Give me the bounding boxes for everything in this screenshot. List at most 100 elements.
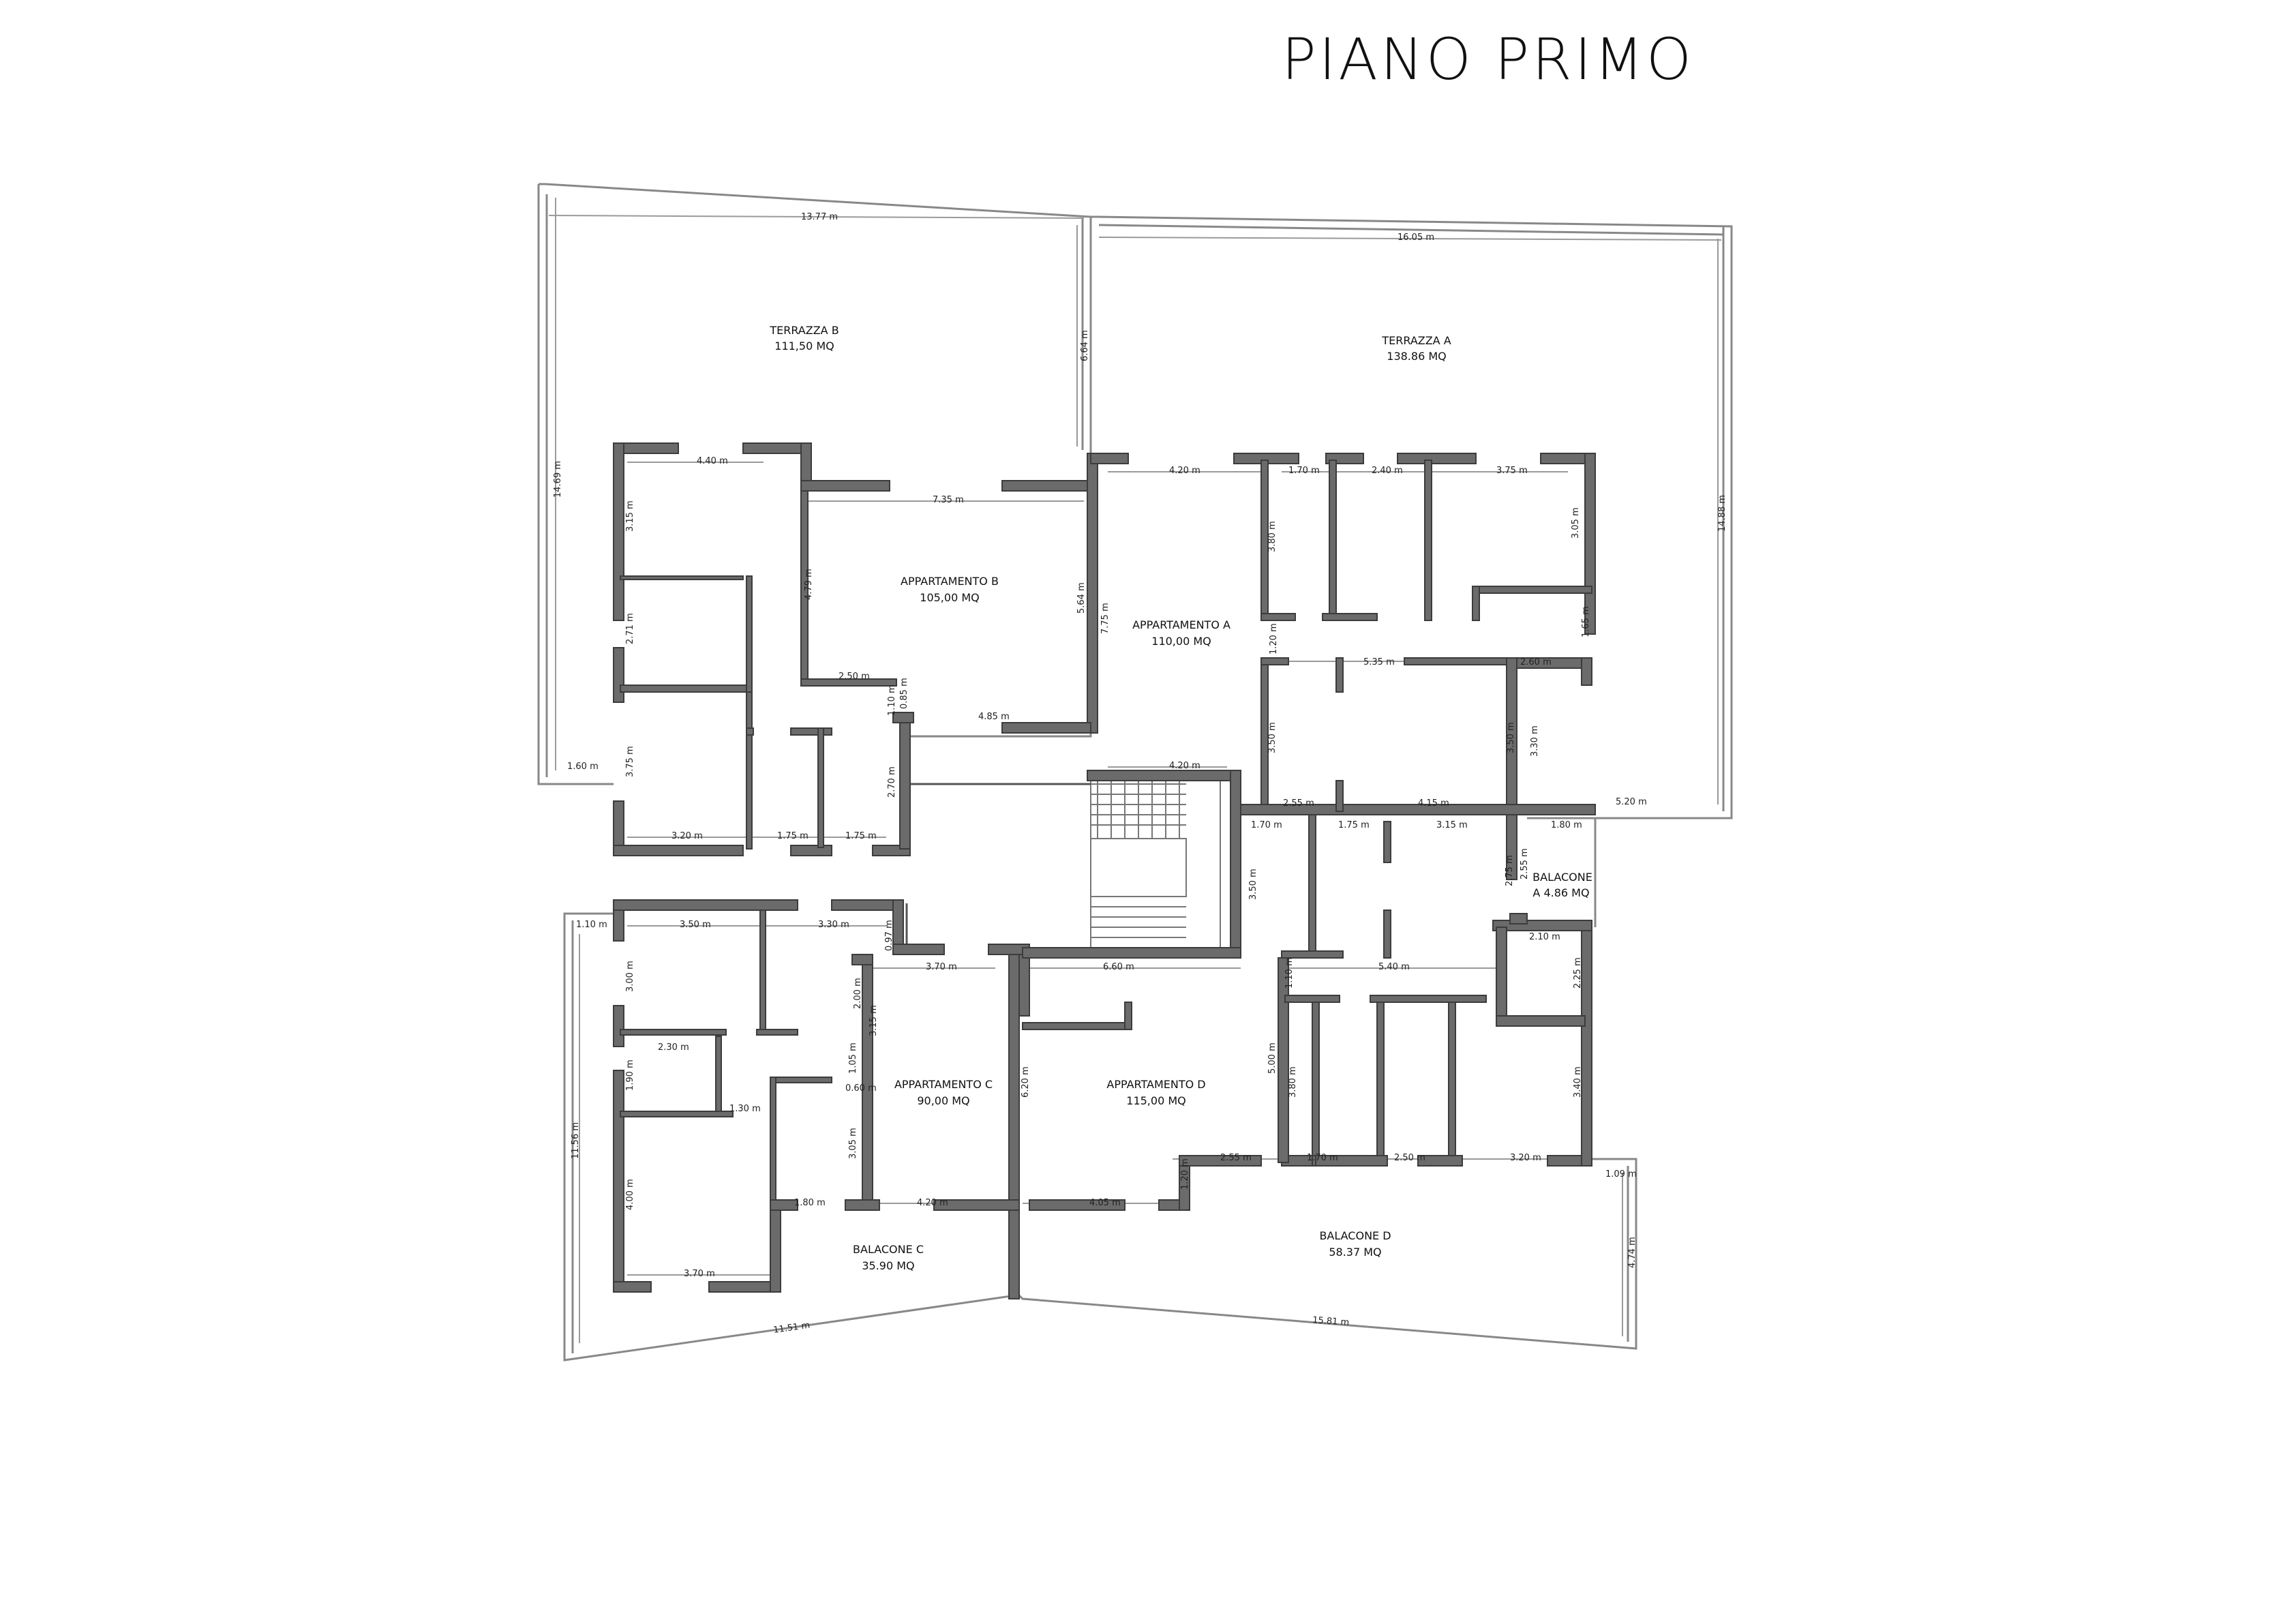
dim-label: 3.50 m: [1506, 722, 1516, 753]
dim-label: 1.75 m: [1338, 820, 1370, 830]
dim-label: 1.90 m: [625, 1059, 635, 1091]
dim-label: 16.05 m: [1398, 232, 1434, 243]
dim-label: 15.81 m: [1312, 1315, 1350, 1328]
dim-label: 2.50 m: [839, 672, 870, 682]
dim-label: 5.00 m: [1267, 1042, 1278, 1074]
dim-label: 1.10 m: [887, 685, 897, 716]
terrazza-a-railing: [1091, 215, 1733, 819]
dim-label: 4.20 m: [1169, 466, 1200, 476]
balcone-a-name: BALACONE: [1532, 871, 1592, 884]
dim-label: 2.40 m: [1372, 466, 1403, 476]
dim-label: 2.00 m: [853, 978, 863, 1009]
dim-label: 2.55 m: [1520, 848, 1530, 879]
terrazza-a-name: TERRAZZA A: [1381, 334, 1451, 347]
balcone-d-area: 58.37 MQ: [1329, 1246, 1381, 1259]
dim-label: 4.79 m: [804, 569, 814, 600]
dim-label: 0.60 m: [845, 1083, 877, 1094]
dim-label: 4.20 m: [1169, 761, 1200, 771]
terrace-railings: [537, 183, 1733, 1362]
dim-label: 2.50 m: [1394, 1153, 1425, 1163]
dim-label: 3.15 m: [625, 500, 635, 532]
balcone-c-area: 35.90 MQ: [862, 1259, 914, 1272]
dim-label: 1.09 m: [1605, 1169, 1637, 1179]
dim-label: 1.70 m: [1288, 466, 1320, 476]
terrazza-b-left: [537, 184, 614, 785]
terrazza-b-area: 111,50 MQ: [774, 340, 834, 352]
dim-label: 2.70 m: [887, 766, 897, 798]
stairwell: [905, 780, 1221, 954]
dim-label: 3.15 m: [868, 1005, 879, 1036]
dim-label: 2.10 m: [1529, 932, 1560, 942]
page-title: PIANO PRIMO: [1282, 26, 1694, 93]
dim-label: 4.20 m: [917, 1198, 948, 1208]
dim-label: 1.60 m: [567, 762, 599, 772]
dim-label: 6.20 m: [1021, 1066, 1031, 1098]
dim-label: 5.20 m: [1616, 797, 1647, 807]
dimension-labels: 13.77 m 16.05 m 6.64 m 14.69 m 14.88 m 1…: [553, 212, 1727, 1336]
dim-label: 3.70 m: [926, 962, 957, 972]
dim-label: 0.85 m: [899, 678, 909, 709]
dim-label: 7.75 m: [1100, 603, 1111, 634]
balcone-c-name: BALACONE C: [853, 1243, 924, 1256]
dim-label: 3.50 m: [1267, 722, 1278, 753]
dim-label: 3.30 m: [1530, 725, 1540, 757]
dim-label: 2.30 m: [658, 1042, 689, 1053]
terrazza-b-name: TERRAZZA B: [769, 324, 839, 337]
dim-label: 1.80 m: [794, 1198, 826, 1208]
balcone-a-area: A 4.86 MQ: [1532, 886, 1589, 899]
dim-label: 3.05 m: [1571, 507, 1581, 539]
dim-label: 6.60 m: [1103, 962, 1134, 972]
dim-label: 3.20 m: [671, 831, 703, 841]
dim-label: 3.15 m: [1436, 820, 1468, 830]
dim-label: 5.35 m: [1363, 657, 1395, 667]
dim-label: 1.10 m: [1284, 957, 1295, 989]
dim-label: 1.10 m: [576, 920, 607, 930]
dim-label: 1.30 m: [729, 1104, 761, 1114]
dim-label: 13.77 m: [801, 212, 838, 222]
dim-label: 3.80 m: [1267, 521, 1278, 552]
dim-label: 2.25 m: [1573, 957, 1583, 989]
dim-label: 3.20 m: [1510, 1153, 1541, 1163]
dim-label: 1.20 m: [1180, 1158, 1190, 1190]
balcone-d-name: BALACONE D: [1319, 1229, 1391, 1242]
walls: [613, 442, 1596, 1299]
dim-label: 1.70 m: [1307, 1153, 1338, 1163]
dim-label: 3.50 m: [1248, 869, 1258, 900]
terrazza-a-area: 138.86 MQ: [1387, 350, 1446, 363]
dim-label: 1.05 m: [848, 1042, 858, 1074]
dim-label: 3.30 m: [818, 920, 849, 930]
dim-label: 4.40 m: [697, 456, 728, 466]
dim-label: 6.64 m: [1080, 330, 1090, 361]
dim-label: 1.75 m: [777, 831, 809, 841]
dim-label: 2.60 m: [1520, 657, 1552, 667]
dim-label: 3.80 m: [1288, 1066, 1298, 1098]
dim-label: 7.35 m: [933, 495, 964, 505]
dim-label: 14.69 m: [553, 461, 563, 498]
dim-label: 1.80 m: [1551, 820, 1582, 830]
dim-label: 2.71 m: [625, 613, 635, 644]
dim-label: 3.05 m: [848, 1128, 858, 1159]
appartamento-b-name: APPARTAMENTO B: [901, 575, 999, 588]
appartamento-a-area: 110,00 MQ: [1151, 635, 1211, 648]
dim-label: 4.85 m: [978, 712, 1010, 722]
dim-label: 4.74 m: [1627, 1237, 1637, 1268]
dim-label: 3.50 m: [680, 920, 711, 930]
dim-label: 4.00 m: [625, 1179, 635, 1210]
dim-label: 3.40 m: [1573, 1066, 1583, 1098]
appartamento-b-area: 105,00 MQ: [920, 591, 979, 604]
dim-label: 1.70 m: [1251, 820, 1282, 830]
appartamento-c-name: APPARTAMENTO C: [894, 1078, 993, 1091]
appartamento-d-name: APPARTAMENTO D: [1106, 1078, 1205, 1091]
dim-label: 11.51 m: [772, 1321, 811, 1336]
dim-label: 2.55 m: [1283, 798, 1314, 809]
dim-label: 0.97 m: [884, 920, 894, 951]
dim-label: 5.64 m: [1076, 582, 1087, 614]
dim-label: 3.70 m: [684, 1269, 715, 1279]
appartamento-a-name: APPARTAMENTO A: [1132, 618, 1230, 631]
dim-label: 3.00 m: [625, 961, 635, 992]
area-labels: TERRAZZA B 111,50 MQ TERRAZZA A 138.86 M…: [769, 324, 1592, 1272]
dim-label: 5.40 m: [1378, 962, 1410, 972]
dim-label: 3.75 m: [625, 746, 635, 777]
dim-label: 1.20 m: [1269, 623, 1279, 655]
dim-label: 4.05 m: [1089, 1198, 1121, 1208]
